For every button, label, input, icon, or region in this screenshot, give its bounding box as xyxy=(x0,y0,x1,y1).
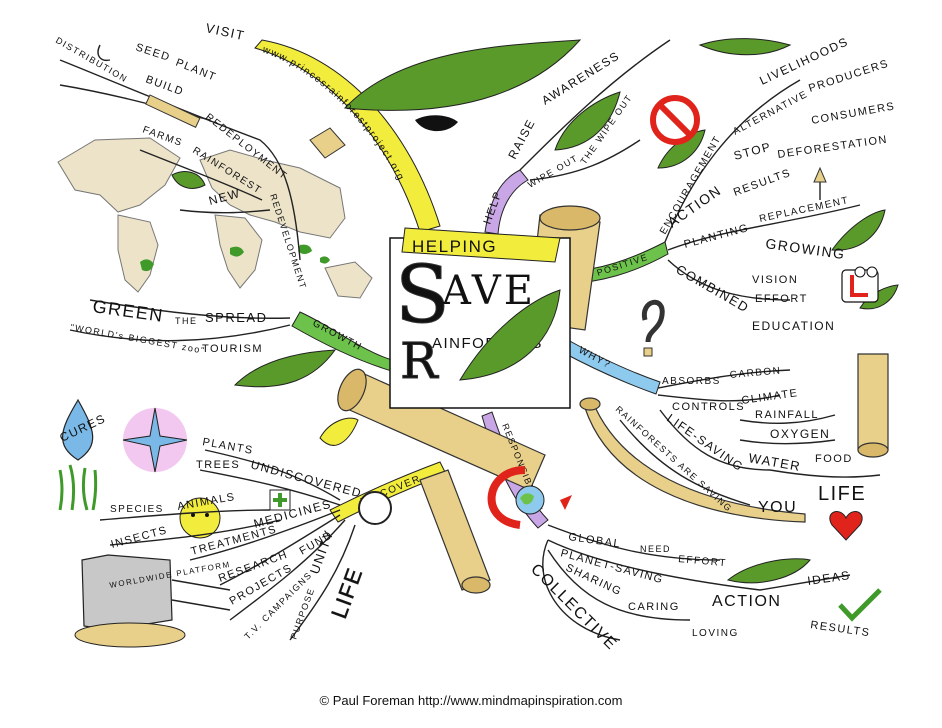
visit-word-spread: SPREAD xyxy=(205,310,267,325)
why-word-you: YOU xyxy=(758,499,797,516)
visit-word-plant: PLANT xyxy=(174,57,218,84)
visit-word-seed: SEED xyxy=(134,41,172,64)
positive-word-stop: STOP xyxy=(732,139,773,162)
responsibility-subbranch xyxy=(487,466,882,641)
why-word-life: LIFE xyxy=(818,483,866,505)
visit-word-distribution: DISTRIBUTION xyxy=(54,35,130,84)
resp-word-action: ACTION xyxy=(712,593,781,610)
discover-subbranch xyxy=(58,398,392,648)
discover-word-trees: TREES xyxy=(196,459,240,471)
visit-word-green: GREEN xyxy=(91,296,165,326)
leaf-icons xyxy=(171,38,899,584)
resp-word-loving: LOVING xyxy=(692,628,739,639)
helping-banner xyxy=(401,227,561,263)
save-title: AVE xyxy=(441,268,536,314)
visit-label: VISIT xyxy=(204,20,246,43)
positive-word-vision: VISION xyxy=(752,274,798,286)
visit-word-worlds-biggest-zoo: "WORLD's BIGGEST zoo" xyxy=(70,322,207,356)
helping-label: HELPING xyxy=(412,237,497,256)
why-word-food: FOOD xyxy=(815,453,853,465)
discover-word-plants: PLANTS xyxy=(201,436,254,457)
help-branch xyxy=(484,169,529,235)
positive-word-effort: EFFORT xyxy=(755,293,808,305)
resp-word-need: NEED xyxy=(640,544,671,554)
positive-word-producers: PRODUCERS xyxy=(807,58,890,95)
resp-word-results: RESULTS xyxy=(810,619,872,639)
visit-branch xyxy=(254,39,441,233)
positive-word-growing: GROWING xyxy=(765,235,847,262)
why-word-climate: CLIMATE xyxy=(741,387,799,407)
visit-subbranch xyxy=(59,44,301,342)
resp-word-ideas: IDEAS xyxy=(806,568,851,588)
discover-word-species: SPECIES xyxy=(110,504,164,515)
discover-word-life: LIFE xyxy=(326,564,367,622)
why-subbranch xyxy=(619,299,881,541)
save-s-letter: S xyxy=(395,248,450,341)
rain-r-letter: R xyxy=(400,332,439,390)
copyright-credit: © Paul Foreman http://www.mindmapinspira… xyxy=(319,693,623,708)
why-word-oxygen: OXYGEN xyxy=(770,427,830,441)
visit-word-the: THE xyxy=(175,316,198,326)
help-subbranch xyxy=(519,39,671,181)
positive-word-results: RESULTS xyxy=(732,167,793,199)
url-label: www.princesrainforestproject.org xyxy=(260,44,406,183)
positive-word-education: EDUCATION xyxy=(752,319,835,333)
resp-word-caring: CARING xyxy=(628,601,680,613)
positive-subbranch xyxy=(650,79,879,303)
why-word-absorbs: ABSORBS xyxy=(662,376,721,387)
positive-word-combined: COMBINED xyxy=(674,262,753,316)
resp-word-global: GLOBAL xyxy=(568,531,622,550)
discover-word-insects: INSECTS xyxy=(110,524,169,551)
positive-word-consumers: CONSUMERS xyxy=(810,100,896,127)
help-word-wipe-out: WIPE OUT xyxy=(526,153,580,190)
why-word-rainfall: RAINFALL xyxy=(755,409,819,421)
world-map-illustration xyxy=(57,137,373,299)
positive-word-deforestation: DEFORESTATION xyxy=(777,134,889,161)
positive-word-alternative: ALTERNATIVE xyxy=(731,89,810,138)
why-word-controls: CONTROLS xyxy=(672,401,745,413)
why-branch xyxy=(561,339,661,395)
positive-word-planting: PLANTING xyxy=(683,222,751,251)
resp-word-effort: EFFORT xyxy=(678,554,728,569)
help-word-raise: RAISE xyxy=(505,116,538,161)
why-word-carbon: CARBON xyxy=(729,366,782,381)
visit-word-tourism: TOURISM xyxy=(202,343,263,355)
